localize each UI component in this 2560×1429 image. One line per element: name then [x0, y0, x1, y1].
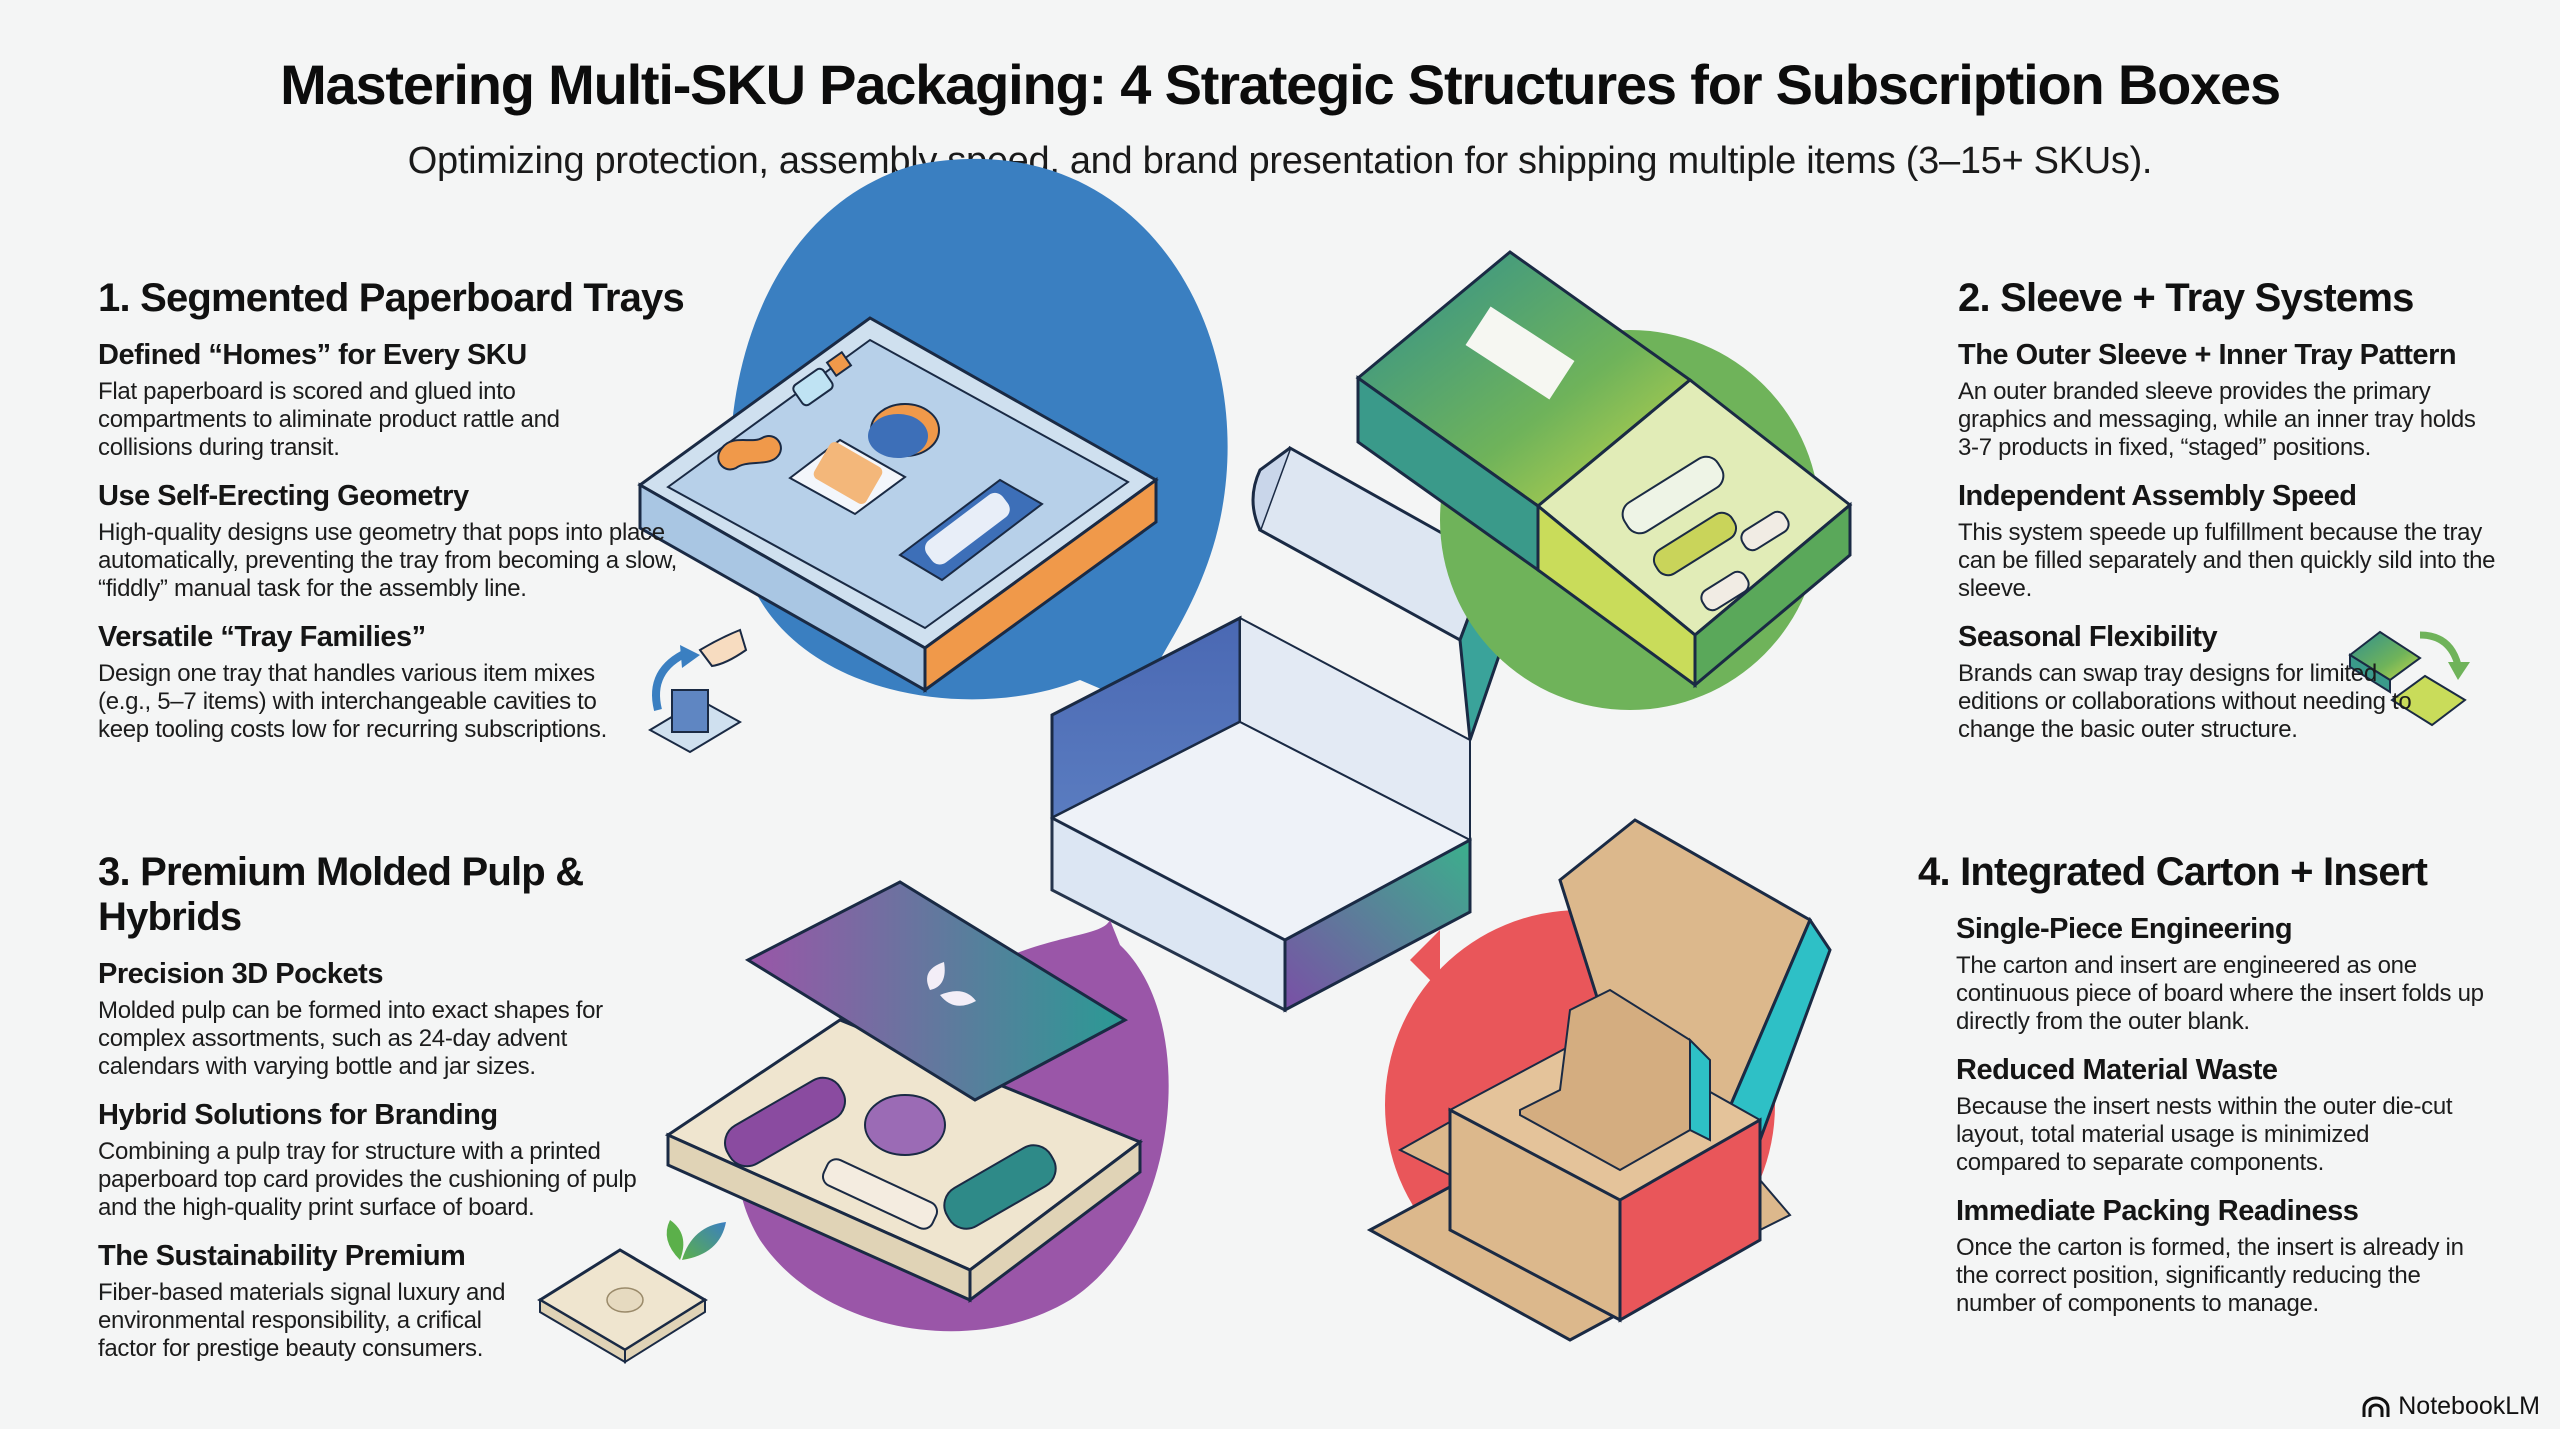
- point-title: Seasonal Flexibility: [1958, 621, 2218, 653]
- brand-label: NotebookLM: [2398, 1392, 2540, 1420]
- point-text: Because the insert nests within the oute…: [1956, 1093, 2453, 1176]
- point-text: An outer branded sleeve provides the pri…: [1958, 378, 2476, 461]
- section-segmented-paperboard-trays: 1. Segmented Paperboard Trays Defined “H…: [98, 276, 708, 762]
- point-title: Use Self-Erecting Geometry: [98, 480, 469, 512]
- point: The Sustainability Premium Fiber-based m…: [98, 1240, 708, 1363]
- point-text: Design one tray that handles various ite…: [98, 660, 607, 743]
- point-title: The Sustainability Premium: [98, 1240, 466, 1272]
- molded-pulp-illustration: [664, 880, 1169, 1332]
- point: Versatile “Tray Families” Design one tra…: [98, 621, 708, 744]
- page-title: Mastering Multi-SKU Packaging: 4 Strateg…: [280, 53, 2281, 116]
- green-bubble: [1440, 330, 1820, 710]
- point-text: The carton and insert are engineered as …: [1956, 952, 2484, 1035]
- section-integrated-carton-insert: 4. Integrated Carton + Insert Single-Pie…: [1918, 850, 2518, 1336]
- point: The Outer Sleeve + Inner Tray Pattern An…: [1958, 339, 2518, 462]
- point-title: Independent Assembly Speed: [1958, 480, 2357, 512]
- point-text: Molded pulp can be formed into exact sha…: [98, 997, 603, 1080]
- point-text: This system speede up fulfillment becaus…: [1958, 519, 2496, 602]
- point-title: Reduced Material Waste: [1956, 1054, 2278, 1086]
- point-text: Brands can swap tray designs for limited…: [1958, 660, 2412, 743]
- section-heading: 2. Sleeve + Tray Systems: [1958, 276, 2414, 320]
- section-heading: 1. Segmented Paperboard Trays: [98, 276, 685, 320]
- segmented-tray-illustration: [637, 158, 1228, 725]
- point-title: The Outer Sleeve + Inner Tray Pattern: [1958, 339, 2457, 371]
- section-sleeve-tray-systems: 2. Sleeve + Tray Systems The Outer Sleev…: [1958, 276, 2518, 762]
- point-title: Precision 3D Pockets: [98, 958, 383, 990]
- point: Immediate Packing Readiness Once the car…: [1918, 1195, 2518, 1318]
- point-title: Single-Piece Engineering: [1956, 913, 2293, 945]
- point: Independent Assembly Speed This system s…: [1958, 480, 2518, 603]
- section-molded-pulp-hybrids: 3. Premium Molded Pulp & Hybrids Precisi…: [98, 850, 708, 1381]
- point-text: Flat paperboard is scored and glued into…: [98, 378, 560, 461]
- center-mailer-box-illustration: [1049, 445, 1514, 1013]
- point: Reduced Material Waste Because the inser…: [1918, 1054, 2518, 1177]
- point-title: Immediate Packing Readiness: [1956, 1195, 2359, 1227]
- point-text: High-quality designs use geometry that p…: [98, 519, 678, 602]
- section-heading: 3. Premium Molded Pulp & Hybrids: [98, 850, 584, 939]
- point: Single-Piece Engineering The carton and …: [1918, 913, 2518, 1036]
- section-heading: 4. Integrated Carton + Insert: [1918, 850, 2428, 894]
- blue-bubble: [730, 158, 1228, 725]
- point-text: Fiber-based materials signal luxury and …: [98, 1279, 506, 1362]
- point-text: Combining a pulp tray for structure with…: [98, 1138, 637, 1221]
- sleeve-tray-illustration: [1355, 250, 1853, 710]
- integrated-carton-illustration: [1366, 818, 1832, 1342]
- point: Defined “Homes” for Every SKU Flat paper…: [98, 339, 708, 462]
- point-title: Defined “Homes” for Every SKU: [98, 339, 527, 371]
- point: Hybrid Solutions for Branding Combining …: [98, 1099, 708, 1222]
- page-subtitle: Optimizing protection, assembly speed, a…: [407, 140, 2153, 182]
- purple-bubble: [737, 920, 1169, 1332]
- point: Seasonal Flexibility Brands can swap tra…: [1958, 621, 2518, 744]
- point-title: Hybrid Solutions for Branding: [98, 1099, 498, 1131]
- point: Use Self-Erecting Geometry High-quality …: [98, 480, 708, 603]
- point: Precision 3D Pockets Molded pulp can be …: [98, 958, 708, 1081]
- red-bubble: [1385, 910, 1775, 1300]
- notebooklm-logo-icon: [2362, 1396, 2390, 1417]
- point-title: Versatile “Tray Families”: [98, 621, 426, 653]
- notebooklm-brand: NotebookLM: [2362, 1392, 2540, 1421]
- point-text: Once the carton is formed, the insert is…: [1956, 1234, 2464, 1317]
